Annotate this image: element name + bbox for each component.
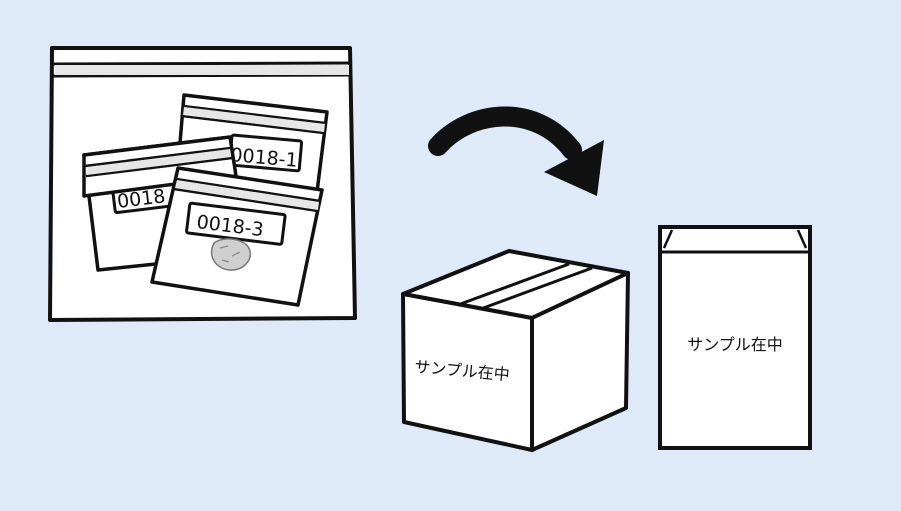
cardboard-box: サンプル在中 bbox=[401, 249, 630, 452]
inner-bag-front: 0018-3 bbox=[150, 166, 324, 307]
envelope-label: サンプル在中 bbox=[687, 335, 783, 354]
envelope: サンプル在中 bbox=[658, 225, 812, 450]
inner-bag-left-overlay bbox=[82, 135, 238, 198]
sample-chunk-icon bbox=[210, 238, 251, 271]
inner-bag-top: 0018-1 bbox=[178, 93, 329, 202]
curved-arrow-icon bbox=[428, 106, 604, 196]
